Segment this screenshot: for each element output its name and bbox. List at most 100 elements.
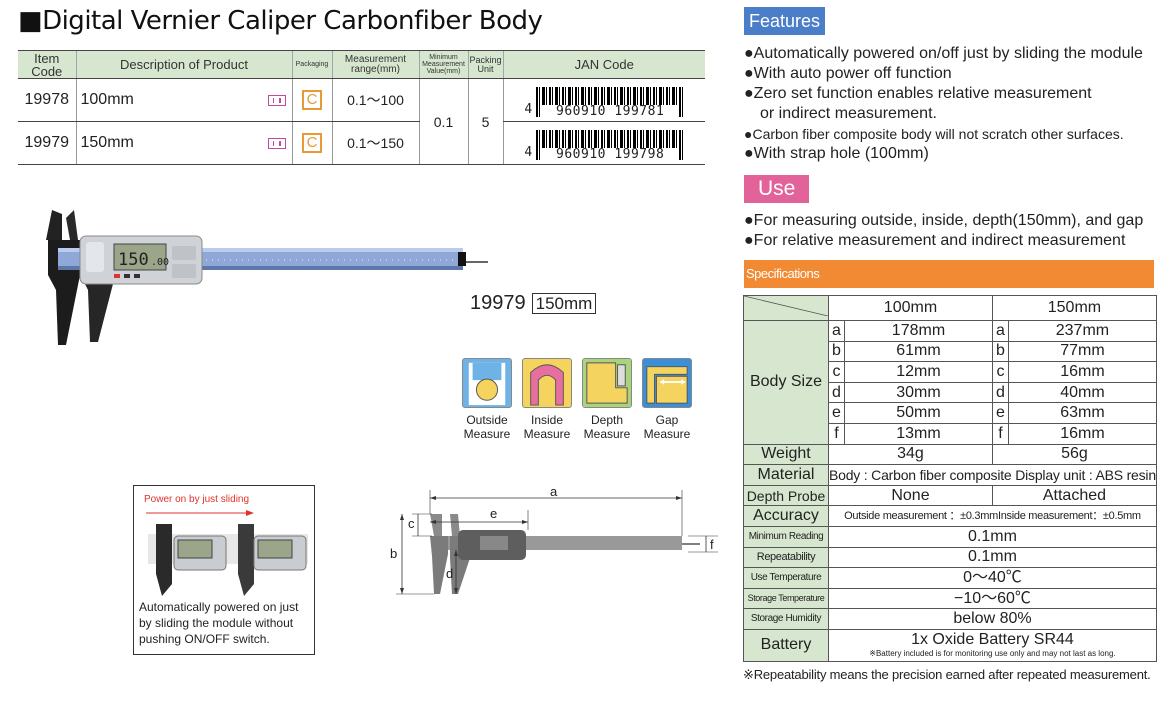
product-table: Item Code Description of Product Packagi…: [18, 50, 705, 165]
dim-c: c: [408, 516, 415, 531]
barcode-number: 960910 199781: [542, 105, 679, 119]
repeatability-value: 0.1mm: [828, 546, 1157, 569]
list-item: ●Automatically powered on/off just by sl…: [744, 45, 1143, 62]
blister-pack-icon: [267, 137, 286, 149]
spec-col-100: 100mm: [828, 295, 993, 321]
header-range: Measurement range(mm): [331, 50, 419, 79]
list-item: or indirect measurement.: [760, 105, 937, 122]
body-size-label: Body Size: [743, 320, 829, 445]
dim-a: a: [550, 484, 558, 499]
caliper-photo: 150 .00: [38, 210, 488, 345]
table-row: c 12mm c 16mm: [744, 361, 1157, 383]
product-table-header: Item Code Description of Product Packagi…: [18, 50, 705, 79]
min-reading-value: 0.1mm: [828, 525, 1157, 548]
gap-measure-icon: [642, 358, 692, 408]
power-info-box: Power on by just sliding Automatically p…: [133, 485, 315, 655]
battery-value: 1x Oxide Battery SR44: [911, 631, 1074, 649]
depth-measure-icon: [582, 358, 632, 408]
dim-b: b: [390, 546, 397, 561]
weight-150: 56g: [991, 443, 1157, 466]
blister-pack-icon: [267, 94, 286, 106]
header-jan: JAN Code: [502, 50, 705, 79]
packing-unit-cell: 5: [467, 78, 503, 165]
packaging-badge: C: [302, 90, 322, 110]
table-row: Material Body : Carbon fiber composite D…: [743, 464, 1157, 486]
power-title: Power on by just sliding: [144, 494, 250, 505]
description-cell: 150mm: [75, 121, 292, 165]
battery-cell: 1x Oxide Battery SR44 ※Battery included …: [828, 628, 1157, 662]
spec-table: 100mm 150mm Body Size a 178mm a 237mm b …: [743, 295, 1157, 662]
page-title: ■Digital Vernier Caliper Carbonfiber Bod…: [18, 6, 543, 36]
list-item: ●Zero set function enables relative meas…: [744, 85, 1092, 102]
jan-lead-digit: 4: [524, 102, 533, 117]
list-item: ●For relative measurement and indirect m…: [744, 232, 1126, 249]
table-row: d 30mm d 40mm: [744, 381, 1157, 404]
battery-label: Battery: [743, 628, 829, 662]
spec-col-150: 150mm: [991, 295, 1157, 321]
specifications-tag: Specifications: [744, 260, 1154, 288]
weight-100: 34g: [828, 443, 993, 466]
table-row: Body Size a 178mm a 237mm: [743, 320, 1157, 445]
jan-lead-digit: 4: [524, 145, 533, 160]
features-tag: Features: [744, 7, 826, 35]
barcode: 960910 199781: [536, 87, 685, 119]
barcode: 960910 199798: [536, 130, 685, 162]
storage-humidity-label: Storage Humidity: [743, 608, 829, 630]
power-description: Automatically powered on just by sliding…: [139, 600, 299, 646]
table-row: Use Temperature 0～40℃: [743, 567, 1157, 589]
accuracy-label: Accuracy: [743, 505, 829, 527]
list-item: ●For measuring outside, inside, depth(15…: [744, 212, 1144, 229]
dim-d: d: [446, 566, 453, 581]
storage-temp-label: Storage Temperature: [743, 587, 829, 610]
header-packaging: Packaging: [291, 50, 332, 79]
packaging-cell: C: [291, 121, 332, 165]
storage-humidity-value: below 80%: [828, 608, 1157, 630]
jan-cell: 4 960910 199798: [502, 121, 705, 165]
dimension-diagram: a e c b d f: [390, 484, 718, 595]
list-item: ●With auto power off function: [744, 65, 952, 82]
features-list: ●Automatically powered on/off just by sl…: [744, 44, 1143, 164]
measure-types: Outside Measure Inside Measure Depth Mea…: [461, 358, 693, 441]
material-label: Material: [743, 464, 829, 486]
packaging-cell: C: [291, 78, 332, 122]
list-item: ●With strap hole (100mm): [744, 145, 929, 162]
storage-temp-value: −10～60℃: [828, 587, 1157, 610]
depth-probe-150: Attached: [991, 484, 1157, 507]
table-row: Accuracy Outside measurement ：±0.3mmInsi…: [743, 505, 1157, 527]
diagonal-divider: [743, 295, 829, 317]
min-reading-label: Minimum Reading: [743, 525, 829, 548]
inside-measure-icon: [522, 358, 572, 408]
table-row: Storage Temperature −10～60℃: [743, 587, 1157, 610]
use-list: ●For measuring outside, inside, depth(15…: [744, 211, 1143, 251]
spec-corner: [743, 295, 829, 321]
measure-inside: Inside Measure: [521, 358, 573, 441]
depth-probe-100: None: [828, 484, 993, 507]
battery-note: ※Battery included is for monitoring use …: [869, 649, 1116, 659]
barcode-number: 960910 199798: [542, 148, 679, 162]
description-text: 100mm: [80, 91, 134, 108]
table-row: Storage Humidity below 80%: [743, 608, 1157, 630]
header-description: Description of Product: [75, 50, 292, 79]
table-row: 19979 150mm C 0.1～150 4 960910 199798: [18, 121, 705, 165]
dim-f: f: [710, 537, 714, 552]
table-row: Repeatability 0.1mm: [743, 546, 1157, 569]
table-row: e 50mm e 63mm: [744, 402, 1157, 424]
description-text: 150mm: [80, 134, 134, 151]
depth-probe-label: Depth Probe: [743, 484, 829, 507]
table-row: Depth Probe None Attached: [743, 484, 1157, 507]
packaging-badge: C: [302, 133, 322, 153]
use-temp-value: 0～40℃: [828, 567, 1157, 589]
jan-cell: 4 960910 199781: [502, 78, 705, 122]
header-packing-unit: Packing Unit: [467, 50, 503, 79]
range-cell: 0.1～150: [331, 121, 419, 165]
header-min-value: Minimum Measurement Value(mm): [418, 50, 468, 79]
weight-label: Weight: [743, 443, 829, 466]
dim-e: e: [490, 506, 497, 521]
use-temp-label: Use Temperature: [743, 567, 829, 589]
svg-text:.00: .00: [151, 257, 169, 268]
sliding-caliper-photo: [148, 524, 308, 596]
table-row: Weight 34g 56g: [743, 443, 1157, 466]
measure-gap: Gap Measure: [641, 358, 693, 441]
repeatability-label: Repeatability: [743, 546, 829, 569]
measure-depth: Depth Measure: [581, 358, 633, 441]
